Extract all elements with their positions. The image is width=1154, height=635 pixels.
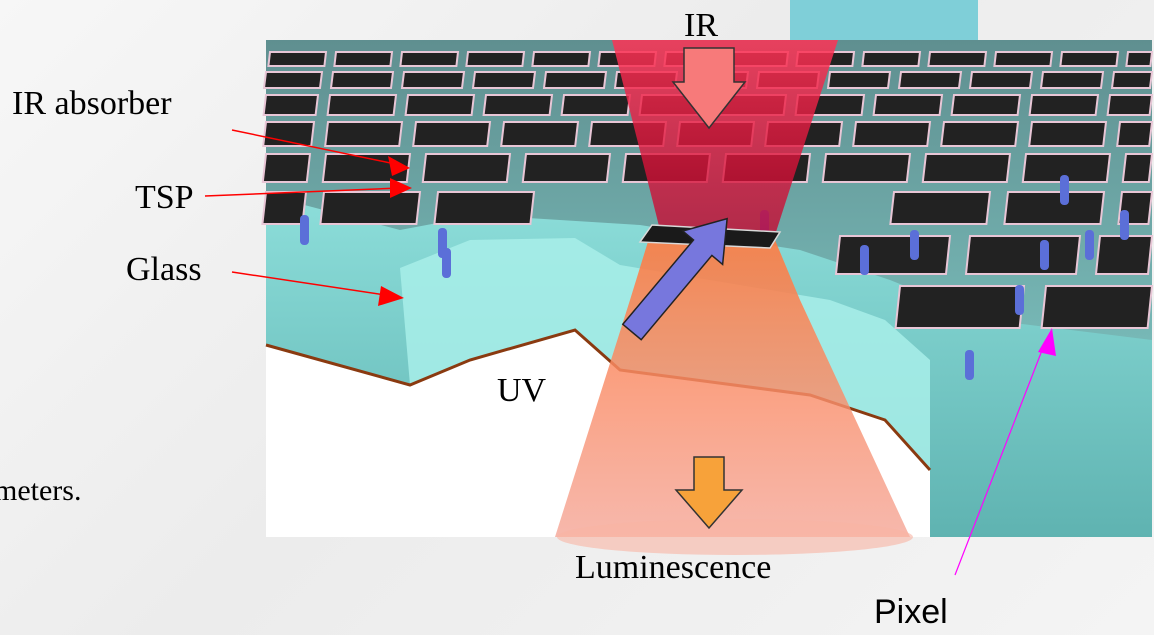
support-post — [1040, 240, 1049, 270]
glass-pointer-head — [378, 286, 404, 306]
absorber-pixel — [261, 191, 308, 225]
absorber-pixel — [421, 153, 512, 183]
uv-arrow-icon — [621, 217, 728, 341]
absorber-pixel — [821, 153, 912, 183]
ir-beam — [612, 40, 838, 235]
absorber-pixel — [950, 94, 1022, 116]
absorber-pixel — [319, 191, 422, 225]
absorber-pixel — [861, 51, 922, 67]
absorber-pixel — [1110, 71, 1154, 89]
absorber-pixel — [329, 71, 395, 89]
glass-pointer — [231, 271, 393, 297]
absorber-pixel — [826, 71, 892, 89]
absorber-pixel — [1003, 191, 1106, 225]
tsp-pointer-head — [390, 178, 412, 198]
absorber-pixel — [412, 121, 492, 147]
absorber-pixel — [993, 51, 1054, 67]
absorber-pixel — [1040, 285, 1154, 329]
absorber-pixel — [521, 153, 612, 183]
uv-label: UV — [497, 372, 547, 409]
ir-absorber-pointer — [231, 129, 401, 166]
absorber-pixel — [968, 71, 1034, 89]
absorber-pixel — [542, 71, 608, 89]
support-post — [910, 230, 919, 260]
luminescence-beam-base — [557, 519, 913, 555]
absorber-pixel — [400, 71, 466, 89]
absorber-pixel — [940, 121, 1020, 147]
support-post — [860, 245, 869, 275]
absorber-pixel — [262, 94, 320, 116]
absorber-pixel — [433, 191, 536, 225]
support-post — [1060, 175, 1069, 205]
absorber-pixel — [326, 94, 398, 116]
support-post — [1120, 210, 1129, 240]
absorber-pixel — [482, 94, 554, 116]
support-post — [442, 248, 451, 278]
support-post — [300, 215, 309, 245]
absorber-pixel — [333, 51, 394, 67]
absorber-pixel — [964, 235, 1082, 275]
absorber-pixel — [889, 191, 992, 225]
absorber-pixel — [261, 153, 312, 183]
glass-bottom-edge — [265, 328, 932, 472]
absorber-pixel — [404, 94, 476, 116]
absorber-pixel — [1116, 121, 1154, 147]
absorber-pixel — [872, 94, 944, 116]
ir-absorber-label: IR absorber — [12, 85, 172, 122]
absorber-pixel — [560, 94, 632, 116]
absorber-pixel — [1121, 153, 1154, 183]
absorber-pixel — [321, 153, 412, 183]
absorber-pixel — [897, 71, 963, 89]
absorber-pixel — [1028, 94, 1100, 116]
absorber-pixel — [1106, 94, 1154, 116]
absorber-pixel — [500, 121, 580, 147]
render-panel — [261, 40, 1154, 555]
ir-arrow-icon — [671, 47, 747, 130]
absorber-pixel — [927, 51, 988, 67]
absorber-pixel — [1028, 121, 1108, 147]
glass-label: Glass — [126, 251, 202, 288]
pointer-lines — [204, 129, 1056, 576]
pixel-pointer-head — [1038, 328, 1056, 356]
absorber-pixel — [267, 51, 328, 67]
absorber-pixel — [1039, 71, 1105, 89]
absorber-pixel — [399, 51, 460, 67]
absorber-pixel — [1125, 51, 1154, 67]
tsp-label: TSP — [135, 179, 194, 216]
ir-label: IR — [684, 7, 718, 44]
absorber-pixel — [471, 71, 537, 89]
luminescence-arrow-icon — [674, 456, 744, 530]
corner-accent — [790, 0, 978, 40]
ir-absorber-pointer-head — [388, 156, 410, 176]
absorber-pixel — [262, 71, 324, 89]
pixel-pointer — [954, 339, 1047, 576]
absorber-pixel — [1094, 235, 1154, 275]
luminescence-label: Luminescence — [575, 549, 771, 586]
support-post — [965, 350, 974, 380]
absorber-pixel — [465, 51, 526, 67]
support-post — [1085, 230, 1094, 260]
tsp-pointer — [204, 187, 401, 197]
support-post — [1015, 285, 1024, 315]
pixel-label: Pixel — [874, 593, 948, 631]
absorber-pixel — [324, 121, 404, 147]
absorber-pixel — [1021, 153, 1112, 183]
absorber-pixel — [531, 51, 592, 67]
slide-fragment-text: meters. — [0, 474, 81, 507]
absorber-pixel — [894, 285, 1026, 329]
absorber-pixel — [852, 121, 932, 147]
absorber-pixel — [1059, 51, 1120, 67]
absorber-pixel — [834, 235, 952, 275]
absorber-pixel — [921, 153, 1012, 183]
